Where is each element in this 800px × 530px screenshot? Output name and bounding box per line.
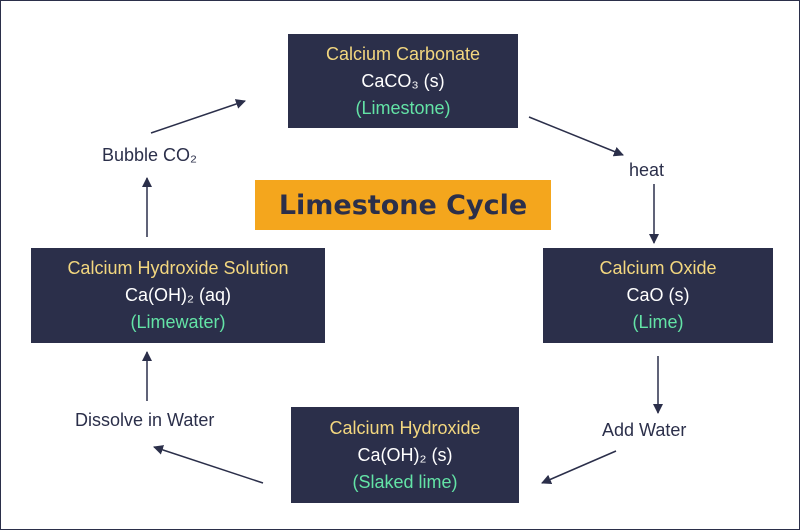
node-calcium-hydroxide-solution: Calcium Hydroxide Solution Ca(OH)₂ (aq) … bbox=[31, 248, 325, 343]
node-common-name: (Limewater) bbox=[130, 312, 226, 332]
node-calcium-hydroxide: Calcium Hydroxide Ca(OH)₂ (s) (Slaked li… bbox=[291, 407, 519, 503]
node-formula: Ca(OH)₂ (s) bbox=[357, 444, 453, 465]
arrow-hydroxide-to-dissolve bbox=[153, 445, 264, 484]
step-label-add-water: Add Water bbox=[602, 420, 687, 440]
node-common-name: (Lime) bbox=[632, 312, 684, 332]
node-common-name: (Limestone) bbox=[355, 97, 451, 118]
node-name: Calcium Carbonate bbox=[325, 43, 481, 64]
step-label-dissolve: Dissolve in Water bbox=[75, 410, 215, 430]
node-formula: Ca(OH)₂ (aq) bbox=[125, 285, 231, 305]
step-label-bubble: Bubble CO₂ bbox=[102, 145, 198, 165]
arrow-bubble-to-carbonate bbox=[150, 99, 246, 134]
node-calcium-oxide: Calcium Oxide CaO (s) (Lime) bbox=[543, 248, 773, 343]
arrow-addwater-to-hydroxide bbox=[541, 450, 617, 485]
node-formula: CaO (s) bbox=[626, 285, 690, 305]
title-banner: Limestone Cycle bbox=[255, 180, 551, 230]
step-label-heat: heat bbox=[629, 160, 665, 180]
node-name: Calcium Hydroxide Solution bbox=[67, 258, 289, 278]
node-common-name: (Slaked lime) bbox=[352, 471, 458, 492]
node-name: Calcium Hydroxide bbox=[329, 417, 481, 438]
node-calcium-carbonate: Calcium Carbonate CaCO₃ (s) (Limestone) bbox=[288, 34, 518, 128]
node-name: Calcium Oxide bbox=[599, 258, 717, 278]
diagram-title: Limestone Cycle bbox=[278, 189, 528, 221]
arrow-carbonate-to-heat bbox=[528, 116, 624, 157]
node-formula: CaCO₃ (s) bbox=[361, 70, 445, 91]
